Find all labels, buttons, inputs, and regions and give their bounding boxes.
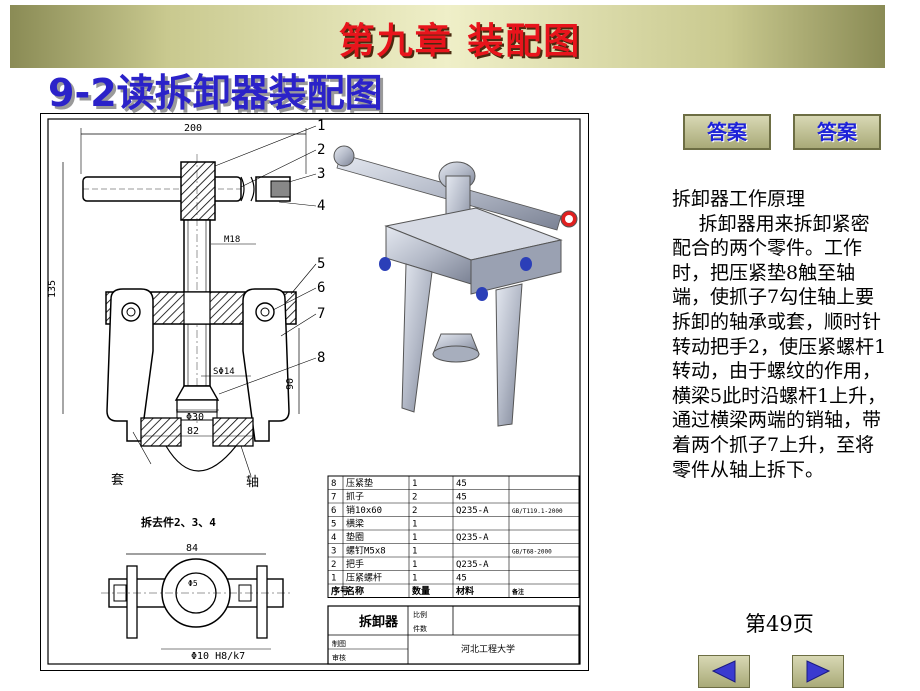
- sleeve-and-shaft: 套 轴: [111, 417, 259, 490]
- bom-cell: 把手: [346, 558, 364, 570]
- page-number: 第49页: [745, 612, 814, 636]
- bom-header-cell: 数量: [412, 585, 430, 597]
- title-block: 拆卸器 比例 件数 制图 审核 河北工程大学: [327, 605, 580, 665]
- next-page-button[interactable]: [792, 655, 844, 688]
- svg-text:审核: 审核: [332, 653, 346, 662]
- bom-header-cell: 名称: [346, 585, 364, 597]
- right-arrow-icon: [806, 660, 831, 683]
- bom-frame: [327, 475, 580, 598]
- svg-text:M18: M18: [224, 235, 240, 245]
- svg-text:8: 8: [317, 350, 325, 366]
- chapter-title: 第九章 装配图: [338, 20, 582, 62]
- svg-text:Φ5: Φ5: [188, 579, 198, 588]
- bom-cell: 螺钉M5x8: [346, 546, 386, 557]
- bom-cell: 5: [331, 520, 336, 530]
- bom-cell: 4: [331, 533, 336, 543]
- bom-cell: 压紧螺杆: [346, 572, 382, 584]
- svg-text:4: 4: [317, 198, 325, 214]
- svg-text:200: 200: [184, 123, 202, 134]
- bom-header-cell: 序号: [331, 585, 349, 597]
- svg-text:3: 3: [317, 166, 325, 182]
- bom-cell: 销10x60: [346, 504, 382, 516]
- isometric-view: [333, 145, 578, 427]
- svg-text:河北工程大学: 河北工程大学: [461, 643, 515, 655]
- bom-cell: 抓子: [346, 491, 364, 503]
- bom-cell: 1: [412, 574, 417, 584]
- bom-cell: Q235-A: [456, 506, 489, 516]
- svg-text:比例: 比例: [413, 610, 427, 619]
- svg-text:轴: 轴: [246, 475, 259, 490]
- svg-text:拆卸器: 拆卸器: [359, 614, 399, 630]
- svg-text:6: 6: [317, 280, 325, 296]
- description-body: 拆卸器用来拆卸紧密配合的两个零件。工作时，把压紧垫8触至轴端，使抓子7勾住轴上要…: [672, 212, 887, 481]
- left-arrow-icon: [711, 660, 736, 683]
- answer-button-1[interactable]: 答案: [683, 114, 771, 150]
- bom-header-cell: 材料: [455, 585, 474, 597]
- bom-cell: Q235-A: [456, 560, 489, 570]
- svg-text:Φ10 H8/k7: Φ10 H8/k7: [191, 651, 245, 662]
- bom-cell: 横梁: [346, 518, 364, 530]
- svg-text:SΦ14: SΦ14: [213, 367, 235, 377]
- bom-cell: 7: [331, 493, 336, 503]
- bom-cell: 1: [412, 547, 417, 557]
- bom-cell: 1: [412, 533, 417, 543]
- right-claw: [242, 288, 290, 442]
- bom-cell: GB/T68-2000: [512, 549, 552, 556]
- bom-cell: 8: [331, 479, 336, 489]
- bom-cell: 1: [412, 479, 417, 489]
- svg-text:90: 90: [285, 378, 296, 390]
- bom-cell: 压紧垫: [346, 477, 373, 489]
- top-view: 拆去件2、3、4 84 Φ5 Φ10 H8/k7: [101, 515, 291, 662]
- bom-cell: 2: [412, 493, 417, 503]
- svg-text:套: 套: [111, 472, 124, 488]
- drawing-canvas: 200 M18: [47, 118, 581, 665]
- svg-text:拆去件2、3、4: 拆去件2、3、4: [141, 515, 216, 529]
- bom-cell: 2: [331, 560, 336, 570]
- bom-cell: 6: [331, 506, 336, 516]
- side-dimensions: 135 90 Φ30 82 SΦ14: [47, 162, 300, 437]
- svg-text:2: 2: [317, 142, 325, 158]
- left-claw: [106, 288, 154, 442]
- svg-text:135: 135: [47, 280, 58, 298]
- svg-text:84: 84: [186, 543, 198, 554]
- answer-button-2[interactable]: 答案: [793, 114, 881, 150]
- bom-header-cell: 备注: [511, 588, 524, 596]
- svg-text:1: 1: [317, 118, 325, 134]
- bom-cell: GB/T119.1-2000: [512, 508, 563, 515]
- svg-text:制图: 制图: [332, 639, 346, 648]
- drawing-frame: [47, 118, 581, 665]
- svg-text:7: 7: [317, 306, 325, 322]
- dim-200: 200: [80, 123, 307, 174]
- callouts: 1 2 3 4 5 6 7 8: [214, 118, 325, 395]
- title-banner: [10, 5, 885, 68]
- svg-text:Φ30: Φ30: [186, 412, 204, 423]
- bom-cell: 3: [331, 547, 336, 557]
- svg-text:件数: 件数: [413, 624, 427, 633]
- assembly-drawing: 200 M18: [40, 113, 589, 671]
- bom-cell: 1: [412, 520, 417, 530]
- description-panel: 拆卸器工作原理 拆卸器用来拆卸紧密配合的两个零件。工作时，把压紧垫8触至轴端，使…: [672, 187, 887, 482]
- bom-cell: 45: [456, 493, 467, 503]
- bom-cell: Q235-A: [456, 533, 489, 543]
- pressure-pad: [174, 385, 220, 421]
- bom-cell: 垫圈: [346, 531, 364, 543]
- bom-cell: 45: [456, 479, 467, 489]
- screw-head: [180, 161, 216, 221]
- bom-cell: 2: [412, 506, 417, 516]
- bom-cell: 45: [456, 574, 467, 584]
- prev-page-button[interactable]: [698, 655, 750, 688]
- svg-text:5: 5: [317, 256, 325, 272]
- bom-cell: 1: [331, 574, 336, 584]
- bom-cell: 1: [412, 560, 417, 570]
- section-title: 9-2读拆卸器装配图: [48, 71, 383, 115]
- description-title: 拆卸器工作原理: [672, 188, 806, 210]
- svg-text:82: 82: [187, 426, 199, 437]
